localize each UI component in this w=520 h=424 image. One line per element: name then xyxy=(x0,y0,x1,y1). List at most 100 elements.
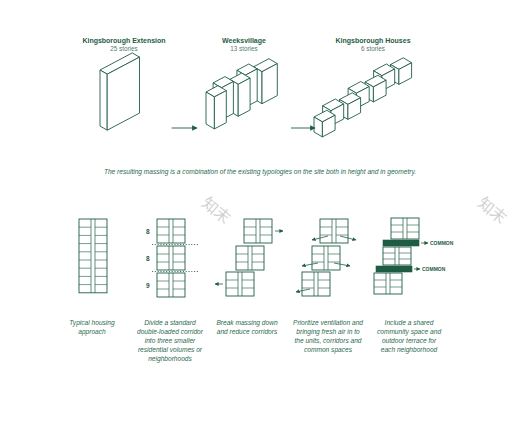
strategy-node: Typical housing approach xyxy=(57,212,127,372)
unit-wall xyxy=(244,235,256,236)
corridor-wall xyxy=(95,219,96,293)
unit-wall xyxy=(173,227,185,228)
unit-wall xyxy=(391,225,403,226)
strategy-node: Include a shared community space and out… xyxy=(374,212,444,372)
building-name: Weeksvillage xyxy=(200,36,288,45)
plan-outline xyxy=(79,219,107,293)
story-count: 13 stories xyxy=(200,45,288,53)
split-line xyxy=(152,244,198,245)
corridor-wall xyxy=(173,246,174,270)
unit-wall xyxy=(302,288,314,289)
unit-wall xyxy=(318,288,330,289)
corridor-wall xyxy=(242,272,243,296)
split-line xyxy=(152,271,198,272)
strategy-caption: Divide a standard double-loaded corridor… xyxy=(134,318,206,363)
strategy-caption: Prioritize ventilation and bringing fres… xyxy=(292,318,364,354)
unit-wall xyxy=(328,262,340,263)
unit-wall xyxy=(390,280,402,281)
corridor-wall xyxy=(395,247,396,265)
corridor-wall xyxy=(169,273,170,297)
corridor-wall xyxy=(314,272,315,296)
corridor-wall xyxy=(173,273,174,297)
strategy-caption: Include a shared community space and out… xyxy=(374,318,444,354)
massing-node: Kingsborough Houses6 stories xyxy=(318,36,428,136)
corridor-wall xyxy=(399,247,400,265)
corridor-wall xyxy=(238,272,239,296)
unit-wall xyxy=(95,268,107,269)
corridor-wall xyxy=(91,219,92,293)
watermark: 知末 xyxy=(197,192,235,229)
unit-wall xyxy=(391,232,403,233)
massing-face xyxy=(214,91,226,129)
unit-wall xyxy=(79,276,91,277)
massing-face xyxy=(399,63,412,85)
massing-face xyxy=(107,57,139,130)
unit-wall xyxy=(320,235,332,236)
unit-wall xyxy=(252,262,264,263)
plan-outline xyxy=(236,246,264,270)
massing-face xyxy=(206,92,214,129)
plan-outline xyxy=(157,246,185,270)
flow-arrow xyxy=(340,236,356,240)
unit-wall xyxy=(157,254,169,255)
unit-wall xyxy=(173,281,185,282)
flow-arrow xyxy=(312,236,328,240)
callout-number: 9 xyxy=(146,282,150,289)
unit-wall xyxy=(79,284,91,285)
corridor-wall xyxy=(173,219,174,243)
unit-wall xyxy=(173,289,185,290)
unit-wall xyxy=(79,235,91,236)
unit-wall xyxy=(320,227,332,228)
strategy-node: Divide a standard double-loaded corridor… xyxy=(134,212,206,372)
flow-arrow xyxy=(414,269,420,270)
corridor-wall xyxy=(332,219,333,243)
plan-outline xyxy=(157,219,185,243)
flow-arrow xyxy=(275,231,283,232)
unit-wall xyxy=(244,227,256,228)
corridor-wall xyxy=(169,219,170,243)
corridor-wall xyxy=(403,218,404,239)
flow-arrow xyxy=(215,284,223,285)
corridor-wall xyxy=(256,219,257,243)
massing-node: Weeksvillage13 stories xyxy=(200,36,288,136)
unit-wall xyxy=(252,254,264,255)
common-label: COMMON xyxy=(422,266,445,272)
plan-outline xyxy=(391,218,419,239)
corridor-wall xyxy=(386,273,387,294)
unit-wall xyxy=(407,225,419,226)
common-terrace xyxy=(376,266,412,272)
unit-wall xyxy=(79,227,91,228)
flow-arrow xyxy=(296,289,310,292)
building-name: Kingsborough Houses xyxy=(318,36,428,45)
unit-wall xyxy=(318,280,330,281)
unit-wall xyxy=(95,260,107,261)
corridor-wall xyxy=(336,219,337,243)
unit-wall xyxy=(399,259,411,260)
massing-face xyxy=(322,115,335,137)
story-count: 6 stories xyxy=(318,45,428,53)
unit-wall xyxy=(390,287,402,288)
unit-wall xyxy=(242,280,254,281)
unit-wall xyxy=(226,288,238,289)
plan-outline xyxy=(302,272,330,296)
unit-wall xyxy=(260,235,272,236)
unit-wall xyxy=(157,262,169,263)
story-count: 25 stories xyxy=(79,45,168,53)
unit-wall xyxy=(157,281,169,282)
unit-wall xyxy=(95,251,107,252)
common-terrace xyxy=(383,240,419,246)
plan-outline xyxy=(383,247,411,265)
unit-wall xyxy=(336,235,348,236)
unit-wall xyxy=(157,235,169,236)
unit-wall xyxy=(95,227,107,228)
unit-wall xyxy=(383,259,395,260)
unit-wall xyxy=(302,280,314,281)
unit-wall xyxy=(328,254,340,255)
plan-outline xyxy=(244,219,272,243)
massing-face xyxy=(348,98,361,120)
unit-wall xyxy=(157,227,169,228)
unit-wall xyxy=(95,235,107,236)
unit-wall xyxy=(374,287,386,288)
